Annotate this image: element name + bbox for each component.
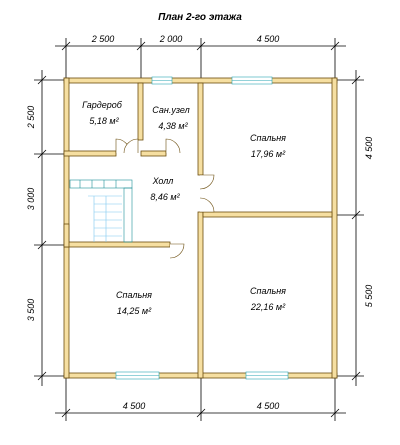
wall-wardrobe-bottom	[63, 150, 117, 157]
top-dimension-chain: 2 500 2 000 4 500	[55, 34, 346, 80]
door-bathroom	[165, 138, 181, 154]
stair-landing	[69, 179, 133, 189]
room-bedroom-br-area: 22,16 м²	[250, 302, 286, 312]
room-bedroom-bl-name: Спальня	[116, 290, 152, 300]
wall-bath-bottom	[140, 150, 167, 157]
staircase	[69, 179, 133, 243]
room-bathroom-area: 4,38 м²	[158, 121, 188, 131]
door-bedroom-top	[199, 174, 215, 190]
wall-left-stub	[63, 223, 70, 248]
stair-rail	[123, 187, 133, 243]
room-bedroom-bottom-right: Спальня 22,16 м²	[250, 286, 286, 312]
room-bedroom-tr-area: 17,96 м²	[251, 149, 286, 159]
windows	[115, 76, 289, 380]
wall-top	[63, 77, 338, 84]
door-bedroom-br	[199, 197, 215, 213]
wall-wardrobe-bath	[137, 82, 144, 141]
dim-top-3: 4 500	[257, 34, 280, 44]
dim-left-1: 2 500	[26, 106, 36, 130]
wall-center-upper	[197, 82, 204, 176]
room-wardrobe: Гардероб 5,18 м²	[82, 100, 123, 126]
dim-top-1: 2 500	[91, 34, 115, 44]
wall-center-lower	[197, 211, 204, 379]
dim-bottom-2: 4 500	[257, 401, 280, 411]
dim-right-1: 4 500	[364, 137, 374, 160]
wall-right	[331, 77, 338, 379]
room-hall-name: Холл	[152, 176, 174, 186]
dim-bottom-1: 4 500	[123, 401, 146, 411]
room-hall-area: 8,46 м²	[150, 192, 180, 202]
room-bathroom: Сан.узел 4,38 м²	[152, 105, 189, 131]
dim-left-3: 3 500	[26, 299, 36, 322]
room-hall: Холл 8,46 м²	[150, 176, 180, 202]
walls	[63, 77, 338, 379]
left-dimension-chain: 2 500 3 000 3 500	[26, 70, 68, 386]
dim-right-2: 5 500	[364, 285, 374, 308]
door-wardrobe-leaf	[123, 138, 139, 154]
room-wardrobe-area: 5,18 м²	[89, 116, 119, 126]
dim-left-2: 3 000	[26, 188, 36, 211]
wall-hall-bottom	[63, 241, 171, 248]
plan-title: План 2-го этажа	[158, 12, 242, 23]
dim-top-2: 2 000	[159, 34, 183, 44]
room-bedroom-top-right: Спальня 17,96 м²	[250, 133, 286, 159]
room-bathroom-name: Сан.узел	[152, 105, 189, 115]
room-wardrobe-name: Гардероб	[82, 100, 123, 110]
wall-right-rooms	[202, 211, 333, 218]
room-bedroom-bottom-left: Спальня 14,25 м²	[116, 290, 152, 316]
doors	[115, 138, 215, 259]
room-bedroom-tr-name: Спальня	[250, 133, 286, 143]
door-bedroom-bl	[169, 243, 185, 259]
room-bedroom-br-name: Спальня	[250, 286, 286, 296]
room-bedroom-bl-area: 14,25 м²	[117, 306, 152, 316]
bottom-dimension-chain: 4 500 4 500	[55, 370, 346, 421]
